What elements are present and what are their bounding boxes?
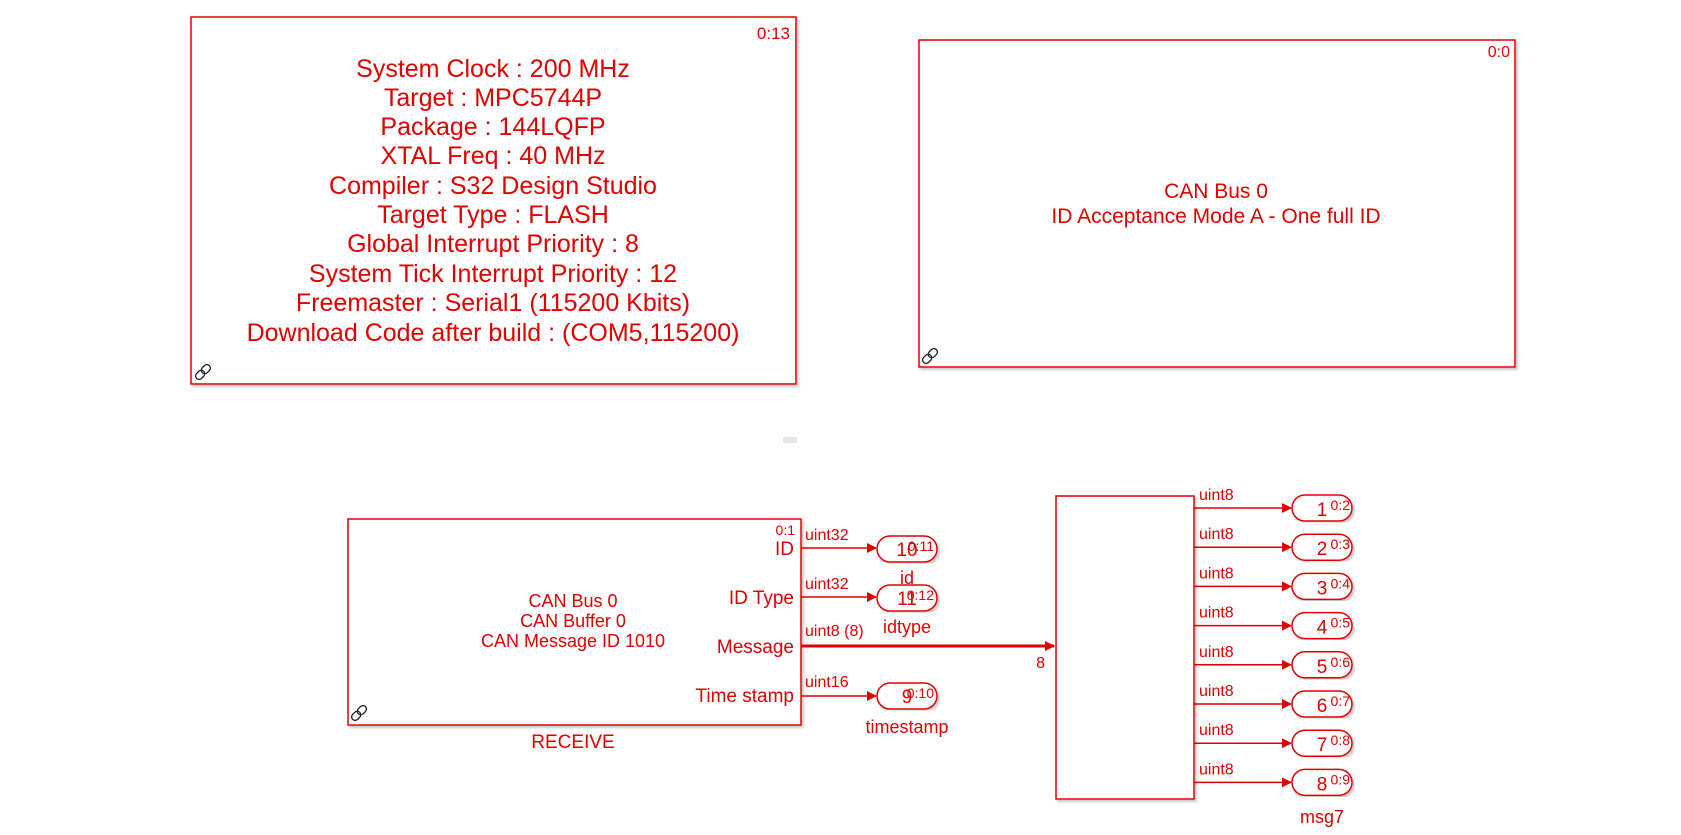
demux-signal-type: uint8 bbox=[1199, 526, 1234, 543]
outport-id-number: 10 bbox=[896, 540, 917, 561]
signal-timestamp-type: uint16 bbox=[805, 674, 849, 691]
signal-id[interactable]: uint32 bbox=[801, 527, 877, 553]
receive-port-message: Message bbox=[717, 637, 794, 658]
demux-signal-type: uint8 bbox=[1199, 683, 1234, 700]
config-line-7: Global Interrupt Priority : 8 bbox=[347, 230, 639, 258]
demux-signal-type: uint8 bbox=[1199, 487, 1234, 504]
outport-sample-time: 0:6 bbox=[1331, 654, 1351, 670]
demux-signal-type: uint8 bbox=[1199, 644, 1234, 661]
demux-signal-type: uint8 bbox=[1199, 605, 1234, 622]
config-line-5: Compiler : S32 Design Studio bbox=[329, 172, 657, 200]
outport-sample-time: 0:8 bbox=[1331, 732, 1351, 748]
config-sample-time: 0:13 bbox=[757, 24, 790, 43]
outport-sample-time: 0:3 bbox=[1331, 536, 1351, 552]
receive-block-name: RECEIVE bbox=[531, 732, 614, 753]
outport-timestamp[interactable]: 9 0:10 timestamp bbox=[865, 682, 949, 737]
demux-signal-4[interactable]: uint8 bbox=[1194, 605, 1292, 631]
outport-timestamp-label: timestamp bbox=[865, 717, 948, 737]
receive-line-3: CAN Message ID 1010 bbox=[481, 631, 665, 651]
demux-output-label: msg7 bbox=[1300, 807, 1344, 827]
config-line-6: Target Type : FLASH bbox=[377, 201, 609, 229]
target-config-block[interactable]: 0:13 System Clock : 200 MHz Target : MPC… bbox=[190, 16, 797, 385]
outport-number: 5 bbox=[1317, 657, 1328, 678]
config-line-9: Freemaster : Serial1 (115200 Kbits) bbox=[296, 289, 690, 317]
can-config-sample-time: 0:0 bbox=[1488, 44, 1510, 61]
receive-port-idtype: ID Type bbox=[729, 588, 794, 609]
demux-signal-type: uint8 bbox=[1199, 722, 1234, 739]
receive-port-id: ID bbox=[775, 539, 794, 560]
can-config-line-1: CAN Bus 0 bbox=[1164, 180, 1268, 203]
outport-timestamp-sample-time: 0:10 bbox=[907, 685, 934, 701]
outport-sample-time: 0:4 bbox=[1331, 575, 1351, 591]
config-line-10: Download Code after build : (COM5,115200… bbox=[247, 319, 740, 347]
receive-line-1: CAN Bus 0 bbox=[528, 591, 617, 611]
receive-block[interactable]: 0:1 ID ID Type Message Time stamp CAN Bu… bbox=[347, 518, 802, 726]
config-line-8: System Tick Interrupt Priority : 12 bbox=[309, 260, 677, 288]
demux-block[interactable] bbox=[1055, 495, 1195, 800]
signal-message-type: uint8 (8) bbox=[805, 623, 864, 640]
config-line-3: Package : 144LQFP bbox=[380, 113, 605, 141]
outport-number: 8 bbox=[1317, 774, 1328, 795]
demux-signal-2[interactable]: uint8 bbox=[1194, 526, 1292, 553]
outport-id-sample-time: 0:11 bbox=[908, 538, 934, 554]
config-line-2: Target : MPC5744P bbox=[384, 84, 602, 112]
outport-id-label: id bbox=[900, 568, 914, 588]
demux-signal-type: uint8 bbox=[1199, 565, 1234, 582]
config-line-1: System Clock : 200 MHz bbox=[356, 55, 630, 83]
outport-sample-time: 0:7 bbox=[1331, 693, 1351, 709]
outport-number: 3 bbox=[1317, 578, 1328, 599]
demux-signal-7[interactable]: uint8 bbox=[1194, 722, 1292, 749]
link-icon bbox=[350, 704, 368, 722]
outport-sample-time: 0:5 bbox=[1331, 615, 1351, 631]
outport-number: 6 bbox=[1317, 696, 1328, 717]
can-config-block[interactable]: 0:0 CAN Bus 0 ID Acceptance Mode A - One… bbox=[918, 39, 1516, 368]
outport-sample-time: 0:9 bbox=[1331, 771, 1351, 787]
outport-number: 1 bbox=[1317, 500, 1328, 521]
outport-timestamp-number: 9 bbox=[902, 687, 913, 708]
can-config-line-2: ID Acceptance Mode A - One full ID bbox=[1051, 205, 1380, 228]
outport-idtype-sample-time: 0:12 bbox=[907, 587, 934, 603]
link-icon bbox=[194, 363, 212, 381]
config-line-4: XTAL Freq : 40 MHz bbox=[380, 142, 605, 170]
signal-idtype[interactable]: uint32 bbox=[801, 576, 877, 602]
scroll-marker bbox=[783, 437, 797, 443]
receive-port-timestamp: Time stamp bbox=[695, 686, 794, 707]
outport-idtype[interactable]: 11 0:12 idtype bbox=[876, 584, 938, 637]
demux-signal-6[interactable]: uint8 bbox=[1194, 683, 1292, 709]
signal-message-bus[interactable]: uint8 (8) 8 bbox=[801, 623, 1055, 672]
demux-signal-3[interactable]: uint8 bbox=[1194, 565, 1292, 592]
demux-signal-type: uint8 bbox=[1199, 761, 1234, 778]
signal-timestamp[interactable]: uint16 bbox=[801, 674, 877, 701]
receive-line-2: CAN Buffer 0 bbox=[520, 611, 626, 631]
outport-id[interactable]: 10 0:11 id bbox=[876, 535, 938, 588]
demux-signal-5[interactable]: uint8 bbox=[1194, 644, 1292, 670]
outport-number: 7 bbox=[1317, 735, 1328, 756]
demux-signal-1[interactable]: uint8 bbox=[1194, 487, 1292, 513]
link-icon bbox=[921, 347, 939, 365]
demux-signal-8[interactable]: uint8 bbox=[1194, 761, 1292, 788]
outport-idtype-number: 11 bbox=[897, 589, 917, 610]
outport-number: 4 bbox=[1317, 618, 1328, 639]
receive-sample-time: 0:1 bbox=[776, 522, 796, 538]
signal-id-type: uint32 bbox=[805, 527, 849, 544]
signal-idtype-type: uint32 bbox=[805, 576, 849, 593]
signal-message-width: 8 bbox=[1036, 655, 1045, 672]
outport-idtype-label: idtype bbox=[883, 617, 931, 637]
outport-number: 2 bbox=[1317, 539, 1328, 560]
outport-sample-time: 0:2 bbox=[1331, 497, 1351, 513]
